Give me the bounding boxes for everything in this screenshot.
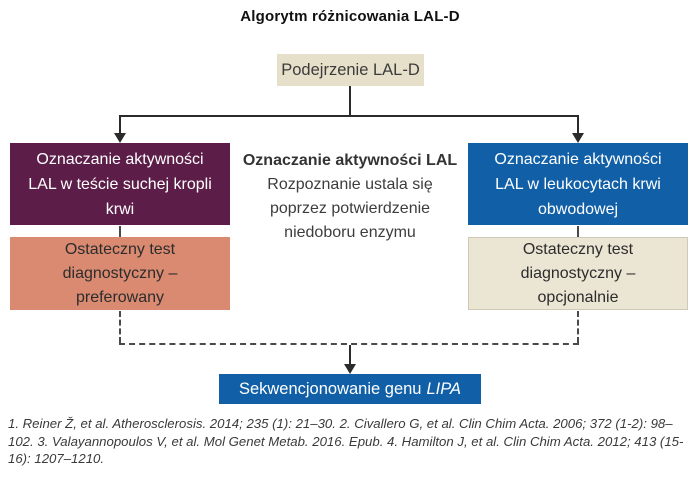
arrow-left-icon [114,133,126,143]
diagram-title: Algorytm różnicowania LAL-D [240,8,460,25]
node-dried-blood-spot-test: Oznaczanie aktywności LAL w teście suche… [10,143,230,225]
center-annotation-body: Rozpoznanie ustala się poprzez potwierdz… [267,176,433,241]
node-lipa-sequencing: Sekwencjonowanie genu LIPA [219,374,481,404]
connector-right-drop [577,115,579,134]
node-final-test-optional: Ostateczny test diagnostyczny – opcjonal… [468,237,688,310]
arrow-center-icon [344,364,356,374]
node-leukocyte-test: Oznaczanie aktywności LAL w leukocytach … [468,143,688,225]
final-box-text: Sekwencjonowanie genu [238,379,422,398]
connector-left-drop [119,115,121,134]
center-annotation-heading: Oznaczanie aktywności LAL [242,152,458,169]
gene-name-lipa: LIPA [426,379,462,398]
node-final-test-preferred: Ostateczny test diagnostyczny – preferow… [10,237,230,310]
connector-top-vertical [349,86,351,116]
arrow-right-icon [572,133,584,143]
dashed-joint-left [119,226,121,237]
connector-center-drop [349,345,351,365]
dashed-joint-right [577,226,579,237]
connector-horizontal [119,115,579,117]
dashed-right-vertical [577,311,579,343]
node-suspicion-lal-d: Podejrzenie LAL-D [277,54,424,86]
dashed-left-vertical [119,311,121,343]
dashed-horizontal [119,343,579,345]
center-annotation: Oznaczanie aktywności LAL Rozpoznanie us… [237,149,463,245]
references-text: 1. Reiner Ž, et al. Atherosclerosis. 201… [8,416,684,466]
